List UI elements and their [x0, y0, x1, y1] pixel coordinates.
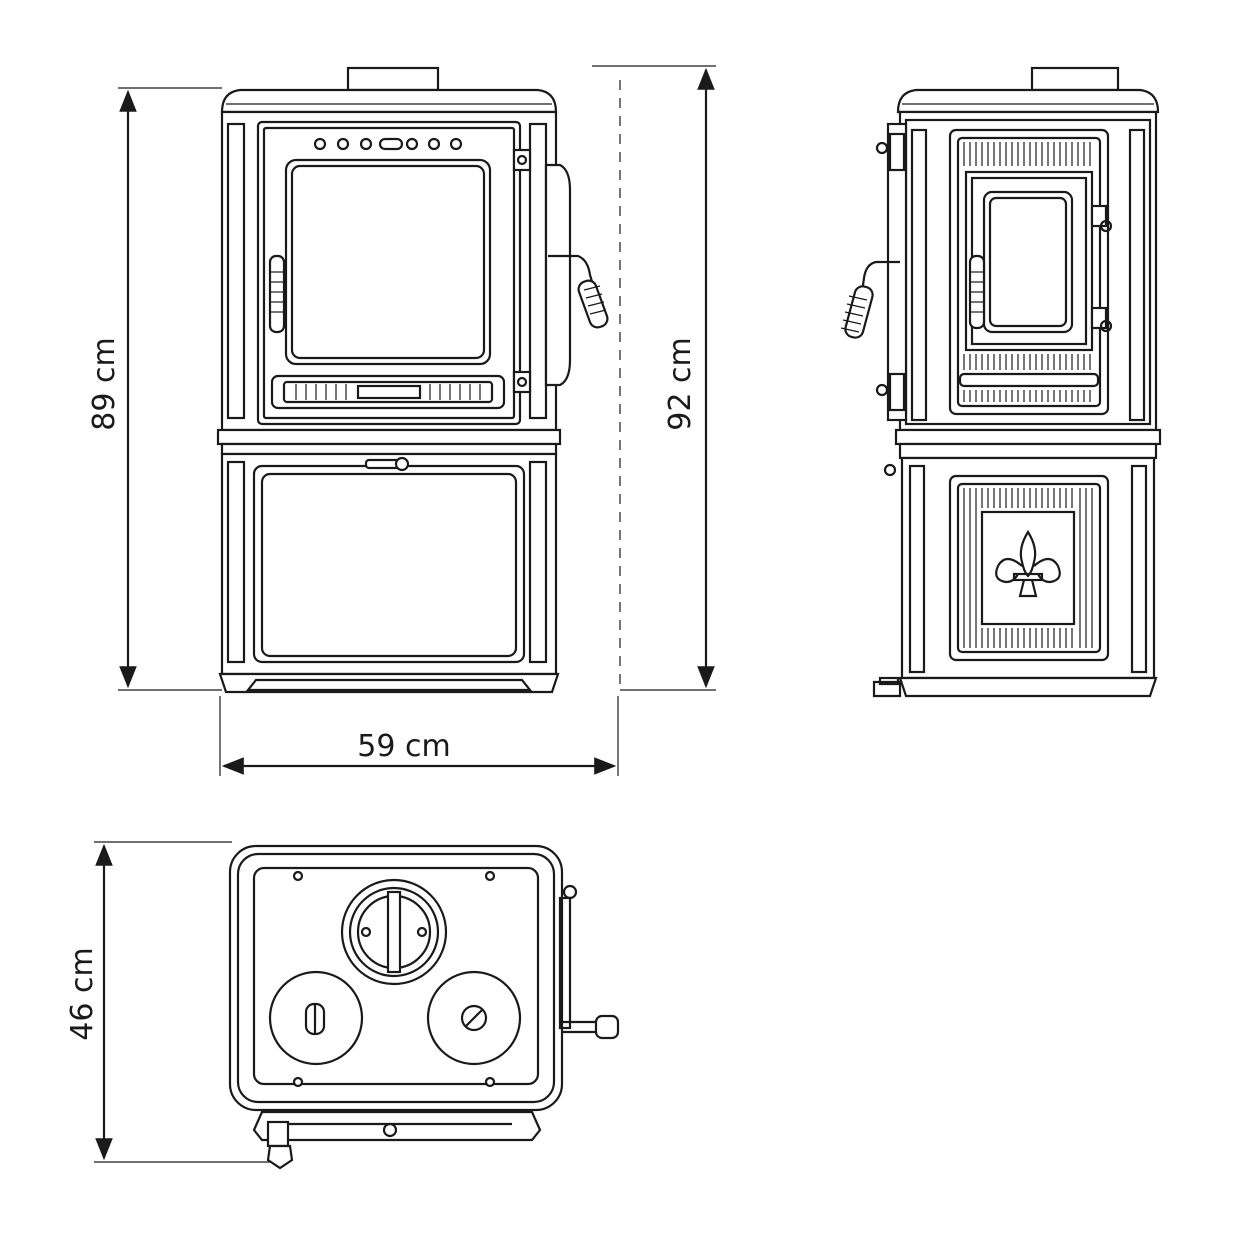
fleur-de-lis-icon — [995, 529, 1061, 598]
dimension-lines — [94, 65, 716, 1163]
top-view — [228, 844, 620, 1170]
side-view — [840, 66, 1162, 698]
front-view — [216, 66, 609, 694]
dimension-label-height-front: 89 cm — [87, 337, 122, 430]
air-vent-holes — [313, 137, 463, 151]
dimension-label-width: 59 cm — [357, 729, 450, 764]
dimension-label-height-total: 92 cm — [663, 337, 698, 430]
dimension-label-depth: 46 cm — [65, 947, 100, 1040]
